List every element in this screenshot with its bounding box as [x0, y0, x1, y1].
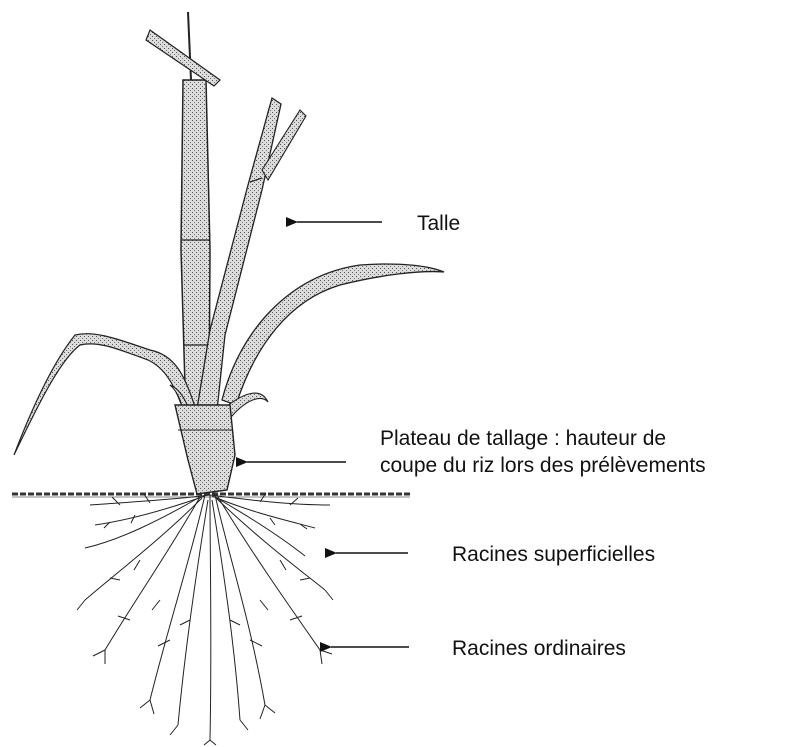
tillering-plateau [175, 405, 235, 494]
label-racines-ordinaires-text: Racines ordinaires [452, 635, 626, 662]
label-talle-text: Talle [417, 210, 460, 237]
flag-leaf [146, 30, 220, 86]
tiller [196, 98, 306, 420]
label-racines-superficielles: Racines superficielles [452, 541, 655, 568]
label-racines-superficielles-text: Racines superficielles [452, 541, 655, 568]
label-racines-ordinaires: Racines ordinaires [452, 635, 626, 662]
left-drooping-leaf [14, 334, 196, 455]
label-plateau-line1: Plateau de tallage : hauteur de [380, 425, 706, 452]
label-talle: Talle [417, 210, 460, 237]
ordinary-roots [77, 495, 333, 745]
right-curved-leaf [222, 264, 444, 405]
label-plateau-de-tallage: Plateau de tallage : hauteur de coupe du… [380, 425, 706, 479]
label-plateau-line2: coupe du riz lors des prélèvements [380, 452, 706, 479]
